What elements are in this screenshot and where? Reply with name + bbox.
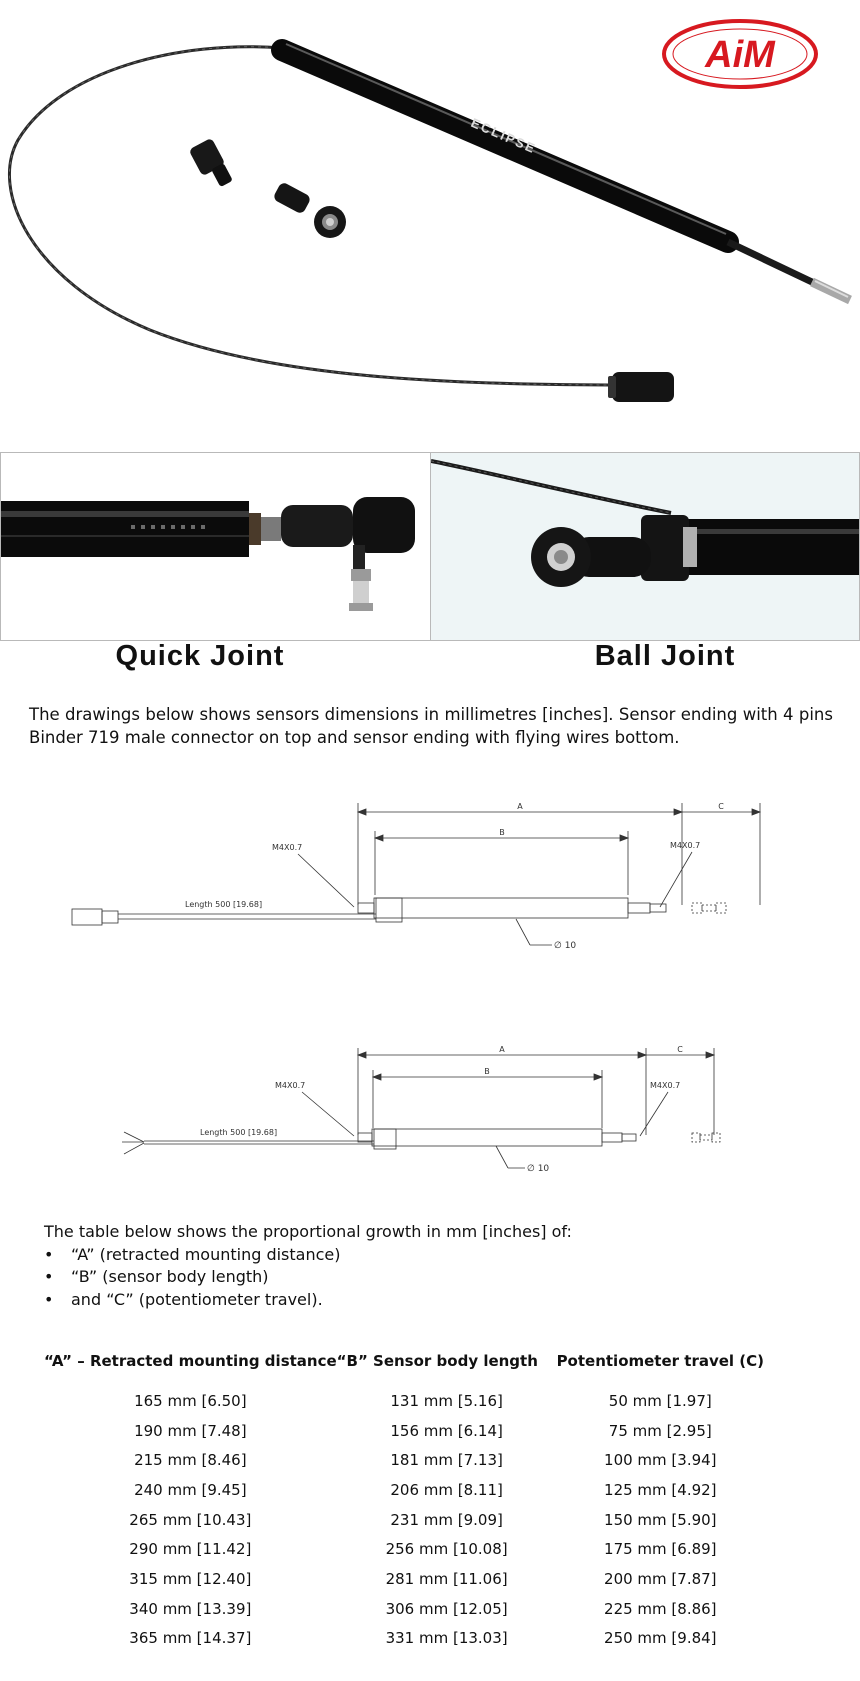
cell-c: 225 mm [8.86] [604, 1599, 717, 1618]
dim-a-label: A [499, 1045, 505, 1054]
thread-right-label: M4X0.7 [650, 1081, 680, 1090]
bullet-item: “A” (retracted mounting distance) [44, 1244, 744, 1267]
table-row: 165 mm [6.50] 131 mm [5.16] 50 mm [1.97] [44, 1386, 764, 1416]
table-row: 190 mm [7.48] 156 mm [6.14] 75 mm [2.95] [44, 1416, 764, 1446]
aim-logo: AiM [662, 19, 818, 89]
diameter-label: ∅ 10 [554, 941, 576, 951]
table-row: 290 mm [11.42] 256 mm [10.08] 175 mm [6.89… [44, 1534, 764, 1564]
quick-joint-part [190, 139, 232, 187]
cell-c: 50 mm [1.97] [608, 1391, 712, 1410]
diameter-label: ∅ 10 [527, 1164, 549, 1174]
table-intro-lead: The table below shows the proportional g… [44, 1222, 572, 1241]
table-row: 240 mm [9.45] 206 mm [8.11] 125 mm [4.92] [44, 1475, 764, 1505]
table-intro: The table below shows the proportional g… [44, 1221, 744, 1311]
cell-c: 100 mm [3.94] [604, 1451, 717, 1470]
table-intro-bullets: “A” (retracted mounting distance) “B” (s… [44, 1244, 744, 1312]
table-row: 265 mm [10.43] 231 mm [9.09] 150 mm [5.90] [44, 1505, 764, 1535]
cell-a: 215 mm [8.46] [134, 1451, 247, 1470]
cable-length-label: Length 500 [19.68] [200, 1128, 277, 1137]
bullet-item: “B” (sensor body length) [44, 1266, 744, 1289]
cell-c: 200 mm [7.87] [604, 1569, 717, 1588]
cell-a: 290 mm [11.42] [129, 1540, 252, 1559]
cable-length-label: Length 500 [19.68] [185, 900, 262, 909]
quick-joint-photo [0, 452, 431, 641]
table-row: 315 mm [12.40] 281 mm [11.06] 200 mm [7.87… [44, 1564, 764, 1594]
cell-b: 231 mm [9.09] [390, 1510, 503, 1529]
cell-b: 281 mm [11.06] [385, 1569, 508, 1588]
cell-b: 256 mm [10.08] [385, 1540, 508, 1559]
product-photo: ECLIPSE [8, 39, 852, 402]
cell-c: 150 mm [5.90] [604, 1510, 717, 1529]
intro-paragraph: The drawings below shows sensors dimensi… [29, 705, 833, 747]
drawing-flying-wires: A C B M4X0.7 M4X0.7 Length 500 [19.68] ∅… [122, 1045, 721, 1174]
cell-c: 175 mm [6.89] [604, 1540, 717, 1559]
dim-b-label: B [484, 1067, 490, 1076]
sensor-body [271, 39, 852, 305]
cell-b: 181 mm [7.13] [390, 1451, 503, 1470]
quick-joint-label: Quick Joint [115, 640, 285, 672]
cell-a: 190 mm [7.48] [134, 1421, 247, 1440]
cell-c: 250 mm [9.84] [604, 1629, 717, 1648]
binder-connector [612, 372, 674, 402]
dim-a-label: A [517, 802, 523, 811]
ball-joint-part [274, 183, 346, 238]
dimension-table: “A” – Retracted mounting distance “B” Se… [44, 1352, 764, 1653]
header-a: “A” – Retracted mounting distance [44, 1352, 337, 1370]
table-row: 215 mm [8.46] 181 mm [7.13] 100 mm [3.94] [44, 1445, 764, 1475]
sensor-cable [8, 45, 626, 387]
dim-b-label: B [499, 828, 505, 837]
ball-joint-photo [430, 452, 860, 641]
cell-a: 165 mm [6.50] [134, 1391, 247, 1410]
table-header-row: “A” – Retracted mounting distance “B” Se… [44, 1352, 764, 1386]
header-b: “B” Sensor body length [336, 1352, 538, 1370]
dim-c-label: C [677, 1045, 683, 1054]
cell-b: 306 mm [12.05] [385, 1599, 508, 1618]
cell-a: 240 mm [9.45] [134, 1480, 247, 1499]
dim-c-label: C [718, 802, 724, 811]
bullet-item: and “C” (potentiometer travel). [44, 1289, 744, 1312]
cell-a: 340 mm [13.39] [129, 1599, 252, 1618]
thread-right-label: M4X0.7 [670, 841, 700, 850]
cell-b: 206 mm [8.11] [390, 1480, 503, 1499]
drawing-binder-connector: A C B M4X0.7 M4X0.7 Length 500 [19.68] ∅… [71, 802, 762, 951]
cell-c: 75 mm [2.95] [608, 1421, 712, 1440]
cell-a: 315 mm [12.40] [129, 1569, 252, 1588]
cell-b: 131 mm [5.16] [390, 1391, 503, 1410]
ball-joint-label: Ball Joint [594, 640, 736, 672]
cell-a: 365 mm [14.37] [129, 1629, 252, 1648]
logo-text: AiM [704, 34, 776, 76]
cell-a: 265 mm [10.43] [129, 1510, 252, 1529]
cell-b: 156 mm [6.14] [390, 1421, 503, 1440]
thread-left-label: M4X0.7 [272, 843, 302, 852]
table-row: 340 mm [13.39] 306 mm [12.05] 225 mm [8.86… [44, 1594, 764, 1624]
cell-c: 125 mm [4.92] [604, 1480, 717, 1499]
table-row: 365 mm [14.37] 331 mm [13.03] 250 mm [9.84… [44, 1624, 764, 1654]
header-c: Potentiometer travel (C) [556, 1352, 764, 1370]
cell-b: 331 mm [13.03] [385, 1629, 508, 1648]
thread-left-label: M4X0.7 [275, 1081, 305, 1090]
